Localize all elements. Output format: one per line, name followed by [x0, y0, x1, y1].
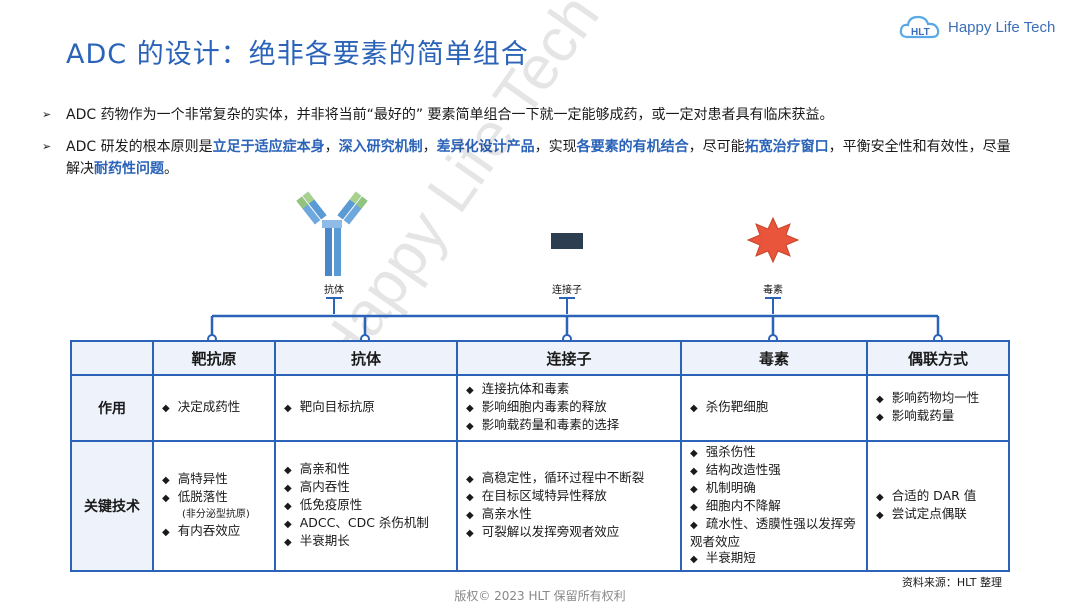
- table-cell: 高稳定性，循环过程中不断裂在目标区域特异性释放高亲水性可裂解以发挥旁观者效应: [456, 440, 682, 572]
- list-item: 低脱落性: [162, 489, 266, 507]
- adc-element-table: 靶抗原 抗体 连接子 毒素 偶联方式 作用 决定成药性 靶向目标抗原 连接抗体和…: [70, 340, 1010, 572]
- list-item: 影响药物均一性: [876, 390, 1000, 408]
- table-header: 毒素: [680, 340, 868, 376]
- list-item: 有内吞效应: [162, 523, 266, 541]
- list-item: 半衰期短: [690, 550, 858, 568]
- source-note: 资料来源：HLT 整理: [901, 576, 1002, 589]
- table-header: 抗体: [274, 340, 458, 376]
- table-row-key-tech: 关键技术 高特异性低脱落性 (非分泌型抗原) 有内吞效应 高亲和性高内吞性低免疫原性…: [70, 440, 1010, 572]
- antibody-label: 抗体: [324, 285, 344, 296]
- bullet-text-segment: ，实现: [534, 139, 577, 155]
- table-cell: 靶向目标抗原: [274, 374, 458, 442]
- arrow-bullet-icon: ➢: [42, 140, 52, 153]
- row-header: 关键技术: [70, 440, 154, 572]
- list-item: 高内吞性: [284, 479, 448, 497]
- toxin-icon: [746, 216, 800, 264]
- list-item: 在目标区域特异性释放: [466, 488, 672, 506]
- table-cell: 高亲和性高内吞性低免疫原性ADCC、CDC 杀伤机制半衰期长: [274, 440, 458, 572]
- list-item: 结构改造性强: [690, 462, 858, 480]
- bullet-2: ➢ ADC 研发的根本原则是立足于适应症本身，深入研究机制，差异化设计产品，实现…: [42, 136, 1022, 180]
- bullet-text-segment: ，平衡安全性和有效性，尽量解决: [66, 139, 1011, 177]
- highlight-text: 各要素的有机结合: [576, 139, 689, 155]
- table-header-row: 靶抗原 抗体 连接子 毒素 偶联方式: [70, 340, 1010, 376]
- list-item: 高稳定性，循环过程中不断裂: [466, 470, 672, 488]
- bullet-text-segment: ，: [324, 139, 339, 155]
- list-item: 可裂解以发挥旁观者效应: [466, 524, 672, 542]
- list-item: 靶向目标抗原: [284, 399, 448, 417]
- highlight-text: 深入研究机制: [338, 139, 423, 155]
- bullet-2-text: ADC 研发的根本原则是立足于适应症本身，深入研究机制，差异化设计产品，实现各要…: [42, 136, 1022, 180]
- table-cell: 杀伤靶细胞: [680, 374, 868, 442]
- table-header: 靶抗原: [152, 340, 276, 376]
- antibody-icon: [296, 191, 368, 276]
- sub-note: (非分泌型抗原): [182, 509, 250, 520]
- linker-icon: [551, 233, 583, 249]
- bullet-1: ➢ ADC 药物作为一个非常复杂的实体，并非将当前“最好的” 要素简单组合一下就…: [42, 104, 1022, 126]
- table-cell: 强杀伤性结构改造性强机制明确细胞内不降解疏水性、透膜性强以发挥旁观者效应半衰期短: [680, 440, 868, 572]
- copyright-footer: 版权© 2023 HLT 保留所有权利: [454, 589, 626, 603]
- logo-text: Happy Life Tech: [948, 18, 1056, 36]
- list-item: 杀伤靶细胞: [690, 399, 858, 417]
- page-title: ADC 的设计：绝非各要素的简单组合: [66, 39, 529, 70]
- bullet-text-segment: ADC 研发的根本原则是: [66, 139, 213, 155]
- toxin-label: 毒素: [763, 285, 783, 296]
- list-item: 高亲水性: [466, 506, 672, 524]
- svg-text:HLT: HLT: [911, 27, 930, 38]
- list-item: ADCC、CDC 杀伤机制: [284, 515, 448, 533]
- highlight-text: 差异化设计产品: [436, 139, 535, 155]
- logo: HLT Happy Life Tech: [898, 11, 1068, 43]
- bullet-text-segment: 。: [164, 161, 178, 177]
- list-item: 疏水性、透膜性强以发挥旁观者效应: [690, 516, 858, 550]
- list-item: 连接抗体和毒素: [466, 381, 672, 399]
- table-cell: 决定成药性: [152, 374, 276, 442]
- list-item: 决定成药性: [162, 399, 266, 417]
- list-item: 合适的 DAR 值: [876, 488, 1000, 506]
- list-item: 影响载药量和毒素的选择: [466, 417, 672, 435]
- table-header-corner: [70, 340, 154, 376]
- linker-label: 连接子: [552, 285, 582, 296]
- row-header: 作用: [70, 374, 154, 442]
- table-header: 偶联方式: [866, 340, 1010, 376]
- list-item: 机制明确: [690, 480, 858, 498]
- bullet-text-segment: ADC 药物作为一个非常复杂的实体，并非将当前“最好的” 要素简单组合一下就一定…: [66, 107, 834, 123]
- bullet-1-text: ADC 药物作为一个非常复杂的实体，并非将当前“最好的” 要素简单组合一下就一定…: [42, 104, 1022, 126]
- table-header: 连接子: [456, 340, 682, 376]
- list-item: 低免疫原性: [284, 497, 448, 515]
- list-item: 强杀伤性: [690, 444, 858, 462]
- cloud-hlt-icon: HLT: [899, 15, 940, 39]
- list-item: 影响细胞内毒素的释放: [466, 399, 672, 417]
- table-row-function: 作用 决定成药性 靶向目标抗原 连接抗体和毒素影响细胞内毒素的释放影响载药量和毒…: [70, 374, 1010, 442]
- table-cell: 高特异性低脱落性 (非分泌型抗原) 有内吞效应: [152, 440, 276, 572]
- highlight-text: 立足于适应症本身: [212, 139, 325, 155]
- list-item: 尝试定点偶联: [876, 506, 1000, 524]
- list-item: 高特异性: [162, 471, 266, 489]
- highlight-text: 耐药性问题: [94, 161, 164, 177]
- arrow-bullet-icon: ➢: [42, 108, 52, 121]
- table-cell: 合适的 DAR 值尝试定点偶联: [866, 440, 1010, 572]
- list-item: 影响载药量: [876, 408, 1000, 426]
- table-cell: 影响药物均一性影响载药量: [866, 374, 1010, 442]
- table-cell: 连接抗体和毒素影响细胞内毒素的释放影响载药量和毒素的选择: [456, 374, 682, 442]
- list-item: 细胞内不降解: [690, 498, 858, 516]
- list-item: 高亲和性: [284, 461, 448, 479]
- highlight-text: 拓宽治疗窗口: [744, 139, 829, 155]
- bullet-text-segment: ，: [422, 139, 437, 155]
- bullet-text-segment: ，尽可能: [688, 139, 745, 155]
- list-item: 半衰期长: [284, 533, 448, 551]
